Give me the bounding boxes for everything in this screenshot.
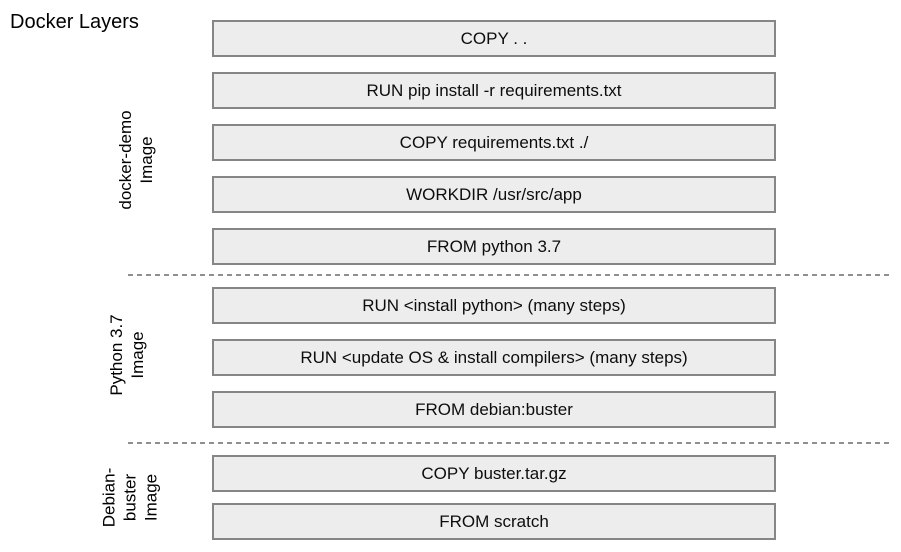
group-label-docker-demo: docker-demo Image <box>115 75 157 245</box>
layer-copy-all: COPY . . <box>212 20 776 57</box>
layer-copy-requirements: COPY requirements.txt ./ <box>212 124 776 161</box>
layer-run-pip-install: RUN pip install -r requirements.txt <box>212 72 776 109</box>
layer-from-scratch: FROM scratch <box>212 503 776 540</box>
layer-from-debian-buster: FROM debian:buster <box>212 391 776 428</box>
layer-run-update-os: RUN <update OS & install compilers> (man… <box>212 339 776 376</box>
group-label-line: Image <box>137 136 156 184</box>
group-label-line: Debian- <box>99 467 119 528</box>
layer-from-python: FROM python 3.7 <box>212 228 776 265</box>
group-label-debian-buster: Debian- buster Image <box>99 413 162 552</box>
group-divider-2 <box>128 442 891 444</box>
diagram-title: Docker Layers <box>10 11 139 33</box>
group-label-line: docker-demo <box>116 110 135 210</box>
group-label-line: buster <box>120 473 140 522</box>
layer-workdir: WORKDIR /usr/src/app <box>212 176 776 213</box>
group-label-line: Image <box>141 473 161 522</box>
layer-copy-buster-tar: COPY buster.tar.gz <box>212 455 776 492</box>
group-divider-1 <box>128 274 891 276</box>
layer-run-install-python: RUN <install python> (many steps) <box>212 287 776 324</box>
